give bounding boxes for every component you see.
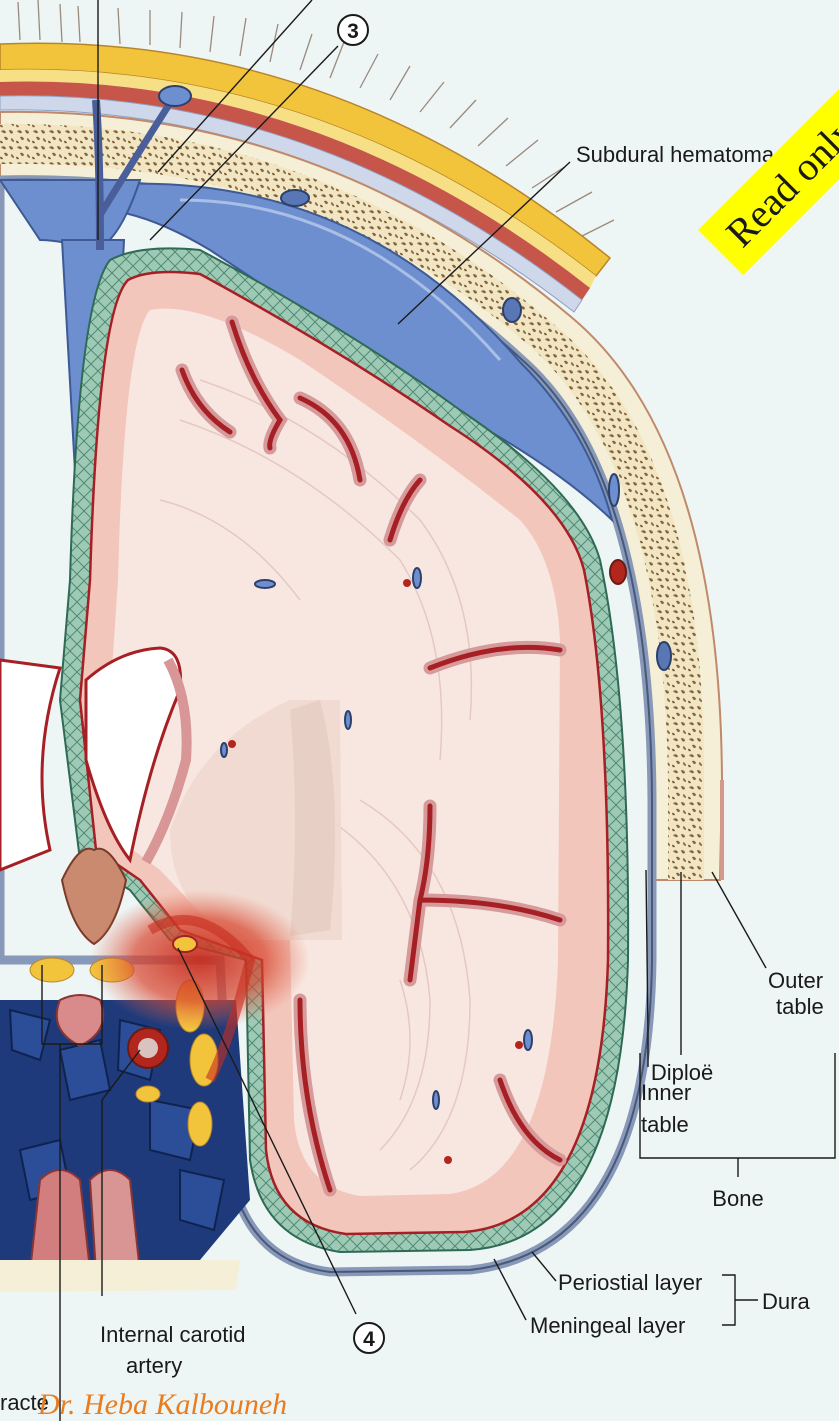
label-inner-table-line2: table [641, 1112, 689, 1137]
marker-3: 3 [338, 15, 368, 45]
svg-text:4: 4 [363, 1328, 375, 1351]
intracerebral-hemorrhage [90, 890, 310, 1030]
label-meningeal-layer: Meningeal layer [530, 1313, 685, 1338]
label-subdural-hematoma: Subdural hematoma [576, 142, 775, 167]
label-outer-table-line1: Outer [768, 968, 823, 993]
label-bone: Bone [712, 1186, 763, 1211]
marker-4: 4 [354, 1323, 384, 1353]
label-internal-carotid-line1: Internal carotid [100, 1322, 246, 1347]
label-internal-carotid-line2: artery [126, 1353, 182, 1378]
label-periostial-layer: Periostial layer [558, 1270, 702, 1295]
label-outer-table-line2: table [776, 994, 824, 1019]
svg-text:3: 3 [347, 20, 359, 43]
label-dura: Dura [762, 1289, 810, 1314]
author-watermark: Dr. Heba Kalbouneh [38, 1388, 287, 1421]
label-inner-table-line1: Inner [641, 1080, 691, 1105]
